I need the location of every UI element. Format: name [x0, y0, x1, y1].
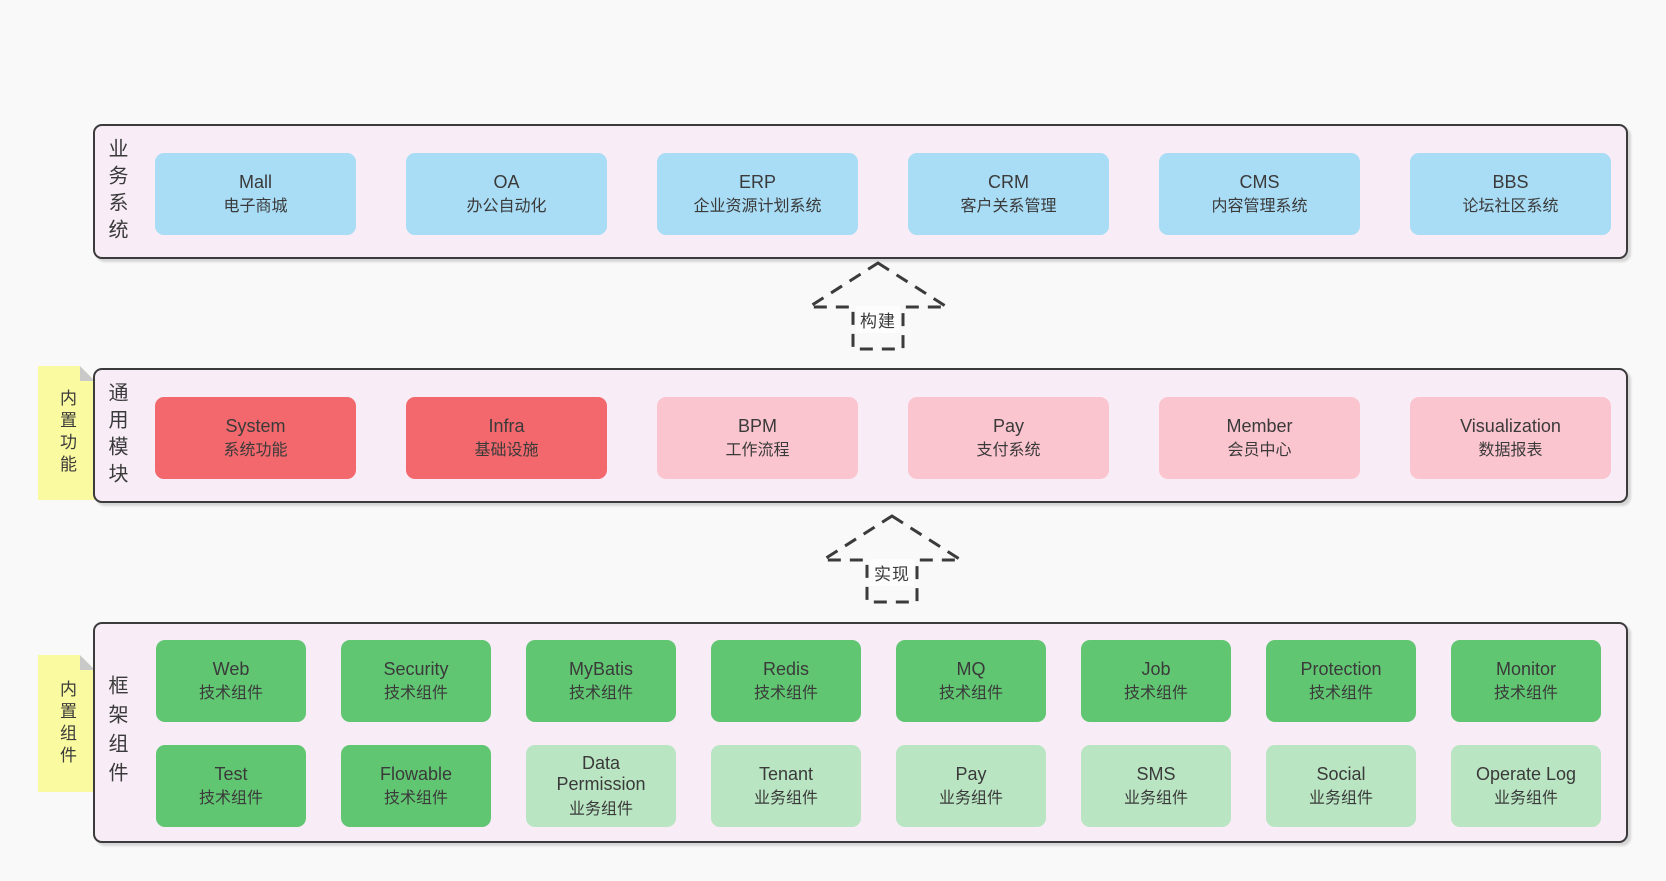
box-test: Test 技术组件: [156, 745, 306, 827]
box-bbs: BBS 论坛社区系统: [1410, 153, 1611, 235]
panel-business-systems-label: 业务系统: [105, 137, 127, 246]
box-redis: Redis 技术组件: [711, 640, 861, 722]
sticky-note-builtin-features: 内置功能: [38, 366, 95, 500]
box-infra: Infra 基础设施: [406, 397, 607, 479]
panel-business-systems: 业务系统 Mall 电子商城 OA 办公自动化 ERP 企业资源计划系统 CRM…: [93, 124, 1628, 259]
box-pay-component: Pay 业务组件: [896, 745, 1046, 827]
box-pay-module: Pay 支付系统: [908, 397, 1109, 479]
box-visualization: Visualization 数据报表: [1410, 397, 1611, 479]
box-oa: OA 办公自动化: [406, 153, 607, 235]
box-mybatis: MyBatis 技术组件: [526, 640, 676, 722]
sticky-note-builtin-components: 内置组件: [38, 655, 95, 792]
panel-common-modules-label: 通用模块: [105, 381, 127, 490]
panel-framework-components-label: 框架组件: [105, 674, 127, 791]
framework-components-row-top: Web 技术组件 Security 技术组件 MyBatis 技术组件 Redi…: [156, 640, 1601, 722]
box-sms: SMS 业务组件: [1081, 745, 1231, 827]
box-operate-log: Operate Log 业务组件: [1451, 745, 1601, 827]
common-modules-row: System 系统功能 Infra 基础设施 BPM 工作流程 Pay 支付系统…: [155, 397, 1611, 479]
box-web: Web 技术组件: [156, 640, 306, 722]
box-crm: CRM 客户关系管理: [908, 153, 1109, 235]
box-flowable: Flowable 技术组件: [341, 745, 491, 827]
arrow-implement-label: 实现: [870, 559, 914, 586]
panel-framework-components: 框架组件 Web 技术组件 Security 技术组件 MyBatis 技术组件…: [93, 622, 1628, 843]
arrow-implement: 实现: [812, 513, 972, 605]
box-cms: CMS 内容管理系统: [1159, 153, 1360, 235]
arrow-build: 构建: [798, 260, 958, 352]
arrow-build-label: 构建: [856, 306, 900, 333]
sticky-note-label: 内置功能: [57, 389, 76, 477]
box-member: Member 会员中心: [1159, 397, 1360, 479]
panel-common-modules: 通用模块 System 系统功能 Infra 基础设施 BPM 工作流程 Pay…: [93, 368, 1628, 503]
box-social: Social 业务组件: [1266, 745, 1416, 827]
box-protection: Protection 技术组件: [1266, 640, 1416, 722]
box-security: Security 技术组件: [341, 640, 491, 722]
framework-components-row-bottom: Test 技术组件 Flowable 技术组件 Data Permission …: [156, 745, 1601, 827]
box-mall: Mall 电子商城: [155, 153, 356, 235]
box-bpm: BPM 工作流程: [657, 397, 858, 479]
box-tenant: Tenant 业务组件: [711, 745, 861, 827]
box-data-permission: Data Permission 业务组件: [526, 745, 676, 827]
box-job: Job 技术组件: [1081, 640, 1231, 722]
sticky-note-label: 内置组件: [57, 679, 76, 768]
box-mq: MQ 技术组件: [896, 640, 1046, 722]
box-erp: ERP 企业资源计划系统: [657, 153, 858, 235]
box-monitor: Monitor 技术组件: [1451, 640, 1601, 722]
business-systems-row: Mall 电子商城 OA 办公自动化 ERP 企业资源计划系统 CRM 客户关系…: [155, 153, 1611, 235]
box-system: System 系统功能: [155, 397, 356, 479]
